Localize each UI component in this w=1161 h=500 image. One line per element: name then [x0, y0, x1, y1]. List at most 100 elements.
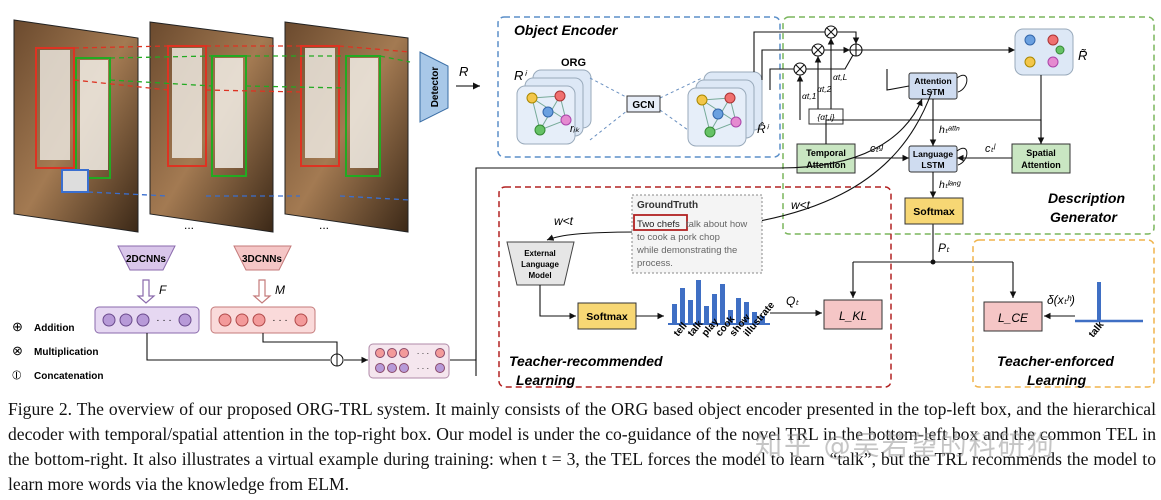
description-generator-panel	[782, 16, 1155, 235]
ellipsis-2: ...	[319, 218, 329, 232]
org-label: ORG	[561, 57, 586, 69]
detector: Detector	[419, 51, 449, 123]
legend-label-addition: Addition	[34, 323, 75, 334]
cnn2d-box	[117, 245, 176, 271]
groundtruth-box	[631, 194, 763, 274]
l-ce-box	[983, 301, 1043, 332]
cnn-arrows	[136, 279, 272, 304]
r-label: R	[459, 64, 468, 79]
distribution-bar	[672, 304, 677, 324]
legend-symbol-concatenation: ⦶	[12, 367, 22, 382]
description-generator-title-1: Description	[1048, 190, 1125, 206]
distribution-bar	[744, 302, 749, 324]
video-frame-3	[284, 21, 409, 233]
groundtruth-highlight: Two chefs	[637, 219, 680, 230]
feature-3d-cells	[218, 313, 308, 327]
decoder-lines	[825, 69, 1045, 262]
concat-lines	[146, 333, 477, 364]
delta-label: δ(xₜʰ)	[1047, 293, 1075, 307]
m-label: M	[275, 283, 285, 297]
alpha-2: αt,2	[817, 84, 832, 94]
alpha-set-label: {αt,i}	[817, 112, 834, 122]
ellipsis-1: ...	[184, 218, 194, 232]
distribution-bar	[680, 288, 685, 324]
feature-2d-dots: · · ·	[156, 315, 172, 326]
ri-label: Rⁱ	[514, 68, 527, 83]
distribution-bar	[736, 298, 741, 324]
c-l-label: cₜˡ	[985, 143, 996, 155]
q-t-label: Qₜ	[786, 294, 799, 308]
cnn2d-label: 2DCNNs	[126, 254, 166, 265]
distribution-bar	[720, 284, 725, 324]
figure-caption: Figure 2. The overview of our proposed O…	[8, 399, 1156, 494]
groundtruth-line2: to cook a pork chop	[637, 232, 720, 243]
pt-split-lines	[849, 261, 1017, 298]
teacher-recommended-title-2: Learning	[516, 372, 576, 388]
video-frame-2	[149, 21, 274, 233]
distribution-bar	[688, 300, 693, 324]
wt-input-curve	[779, 98, 923, 169]
groundtruth-line3: while demonstrating the	[636, 245, 737, 256]
frame-tracking-lines	[73, 45, 411, 201]
language-lstm-label-1: Language	[913, 149, 953, 159]
p-t-label: Pₜ	[938, 241, 950, 255]
language-lstm-loop	[956, 147, 968, 166]
gcn-box	[626, 95, 661, 113]
h-lang-label: hₜˡᵃⁿᵍ	[939, 179, 962, 191]
teacher-enforced-title-1: Teacher-enforced	[997, 353, 1114, 369]
temporal-attention-label-1: Temporal	[806, 148, 846, 158]
detector-label: Detector	[430, 67, 441, 108]
fused-dots-2: · · ·	[417, 364, 429, 373]
groundtruth-title: GroundTruth	[637, 200, 698, 211]
distribution-bar	[712, 294, 717, 324]
elm-label-3: Model	[528, 271, 551, 280]
attention-lstm-loop	[956, 74, 968, 93]
pt-junction	[930, 259, 936, 265]
rtilde-label: R̃	[1078, 48, 1087, 63]
refined-graph-stack	[687, 71, 763, 147]
fused-feature-cells	[375, 348, 445, 373]
description-generator-title-2: Generator	[1050, 209, 1118, 225]
temporal-attention-label-2: Attention	[806, 160, 846, 170]
elm-to-softmax	[539, 285, 576, 320]
elm-box	[506, 241, 575, 286]
teacher-recommended-title-1: Teacher-recommended	[509, 353, 663, 369]
object-encoder-panel	[497, 16, 781, 158]
teacher-recommended-panel	[498, 186, 892, 388]
rk-label: rᵢₖ	[570, 123, 580, 135]
alpha-1: αt,1	[802, 91, 817, 101]
softmax-elm-box	[577, 302, 637, 330]
org-trl-diagram: ... ... Detector R Object Encoder Rⁱ ORG…	[12, 16, 1155, 388]
feature-3d-dots: · · ·	[272, 315, 288, 326]
spatial-attention-label-2: Attention	[1021, 160, 1061, 170]
l-kl-box	[823, 299, 883, 330]
teacher-enforced-title-2: Learning	[1027, 372, 1087, 388]
gcn-connectors	[589, 77, 703, 141]
legend-label-multiplication: Multiplication	[34, 347, 98, 358]
wt-input-line	[475, 167, 780, 376]
softmax-elm-label: Softmax	[586, 311, 628, 323]
groundtruth-line4: process.	[637, 258, 673, 269]
talk-label: talk	[1087, 319, 1107, 340]
object-encoder-title: Object Encoder	[514, 22, 619, 38]
softmax-decoder-box	[904, 197, 964, 225]
legend-symbol-multiplication: ⊗	[12, 343, 23, 358]
l-ce-label: L_CE	[998, 311, 1029, 325]
legend-label-concatenation: Concatenation	[34, 371, 103, 382]
distribution-bar	[728, 310, 733, 324]
gcn-label: GCN	[632, 100, 654, 111]
rtilde-graph	[1014, 28, 1074, 76]
cnn3d-box	[233, 245, 292, 271]
distribution-bar	[752, 312, 757, 324]
org-graph-stack	[516, 69, 592, 145]
cnn3d-label: 3DCNNs	[242, 254, 282, 265]
language-lstm-label-2: LSTM	[921, 160, 944, 170]
groundtruth-line1-rest: talk about how	[686, 219, 747, 230]
alpha-L: αt,L	[833, 72, 848, 82]
onehot-bar	[1097, 282, 1101, 321]
elm-label-2: Language	[521, 260, 559, 269]
groundtruth-highlight-box	[633, 214, 688, 231]
attention-lstm-label-1: Attention	[914, 76, 951, 86]
rhat-label: R̂ⁱ	[757, 121, 770, 136]
